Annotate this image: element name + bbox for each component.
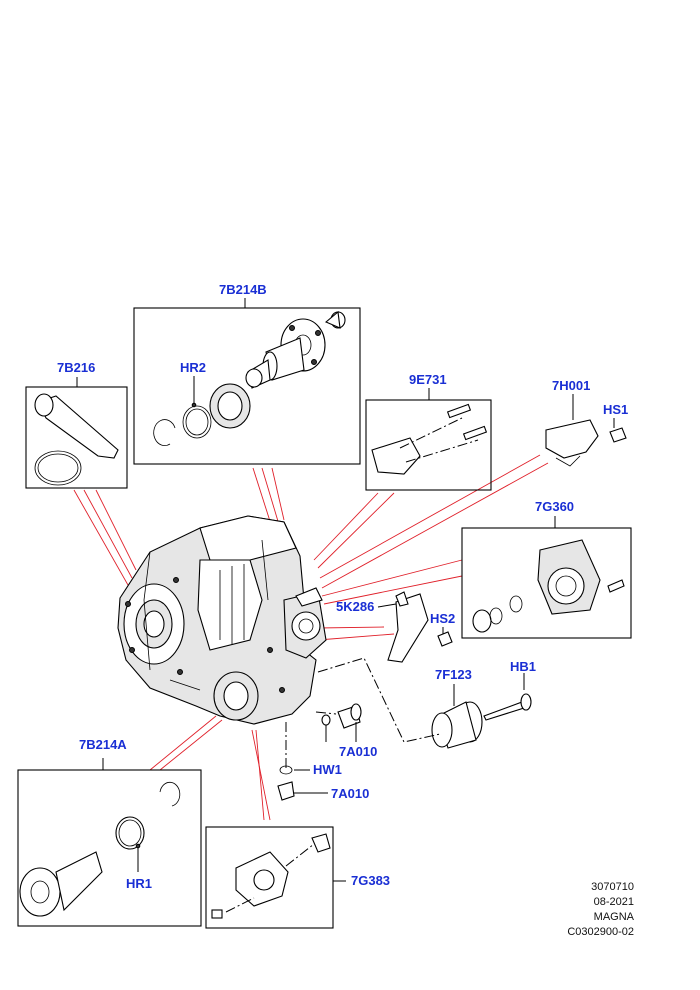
callout-HR2[interactable]: HR2 [180, 360, 207, 375]
callout-7A010-lower[interactable]: 7A010 [331, 786, 370, 801]
assembly-path-lines [285, 657, 441, 770]
box-7G383 [205, 826, 346, 929]
part-7A010-tube [321, 703, 362, 742]
box-7B214A [17, 758, 202, 927]
part-5K286-bracket [377, 591, 429, 663]
reference-number: 3070710 [591, 881, 634, 893]
callout-HW1[interactable]: HW1 [313, 762, 342, 777]
part-HB1 [483, 673, 532, 721]
box-7B216 [25, 377, 128, 489]
reference-brand: MAGNA [593, 911, 634, 923]
callout-HS2[interactable]: HS2 [430, 611, 456, 626]
callout-HS1[interactable]: HS1 [603, 402, 629, 417]
callout-7B214B[interactable]: 7B214B [219, 282, 267, 297]
part-7F123 [431, 684, 483, 749]
callout-7H001[interactable]: 7H001 [552, 378, 591, 393]
part-HS1 [609, 418, 627, 443]
reference-block: 3070710 08-2021 MAGNA C0302900-02 [567, 880, 634, 940]
part-HW1-and-7A010 [277, 765, 328, 801]
part-HS2 [437, 627, 453, 647]
box-9E731 [365, 388, 492, 491]
part-7H001 [545, 394, 599, 467]
callout-9E731[interactable]: 9E731 [409, 372, 447, 387]
box-7G360 [461, 516, 632, 639]
callout-7B214A[interactable]: 7B214A [79, 737, 127, 752]
callout-7F123[interactable]: 7F123 [435, 667, 472, 682]
reference-code: C0302900-02 [567, 926, 634, 938]
transfer-case-assembly [117, 515, 327, 725]
callout-HR1[interactable]: HR1 [126, 876, 153, 891]
callout-7G383[interactable]: 7G383 [351, 873, 391, 888]
callout-HB1[interactable]: HB1 [510, 659, 537, 674]
red-leader-lines [73, 454, 549, 821]
callout-7G360[interactable]: 7G360 [535, 499, 575, 514]
callout-7B216[interactable]: 7B216 [57, 360, 96, 375]
callout-5K286[interactable]: 5K286 [336, 599, 375, 614]
reference-date: 08-2021 [593, 896, 634, 908]
callout-7A010-upper[interactable]: 7A010 [339, 744, 378, 759]
box-7B214B [133, 298, 361, 465]
